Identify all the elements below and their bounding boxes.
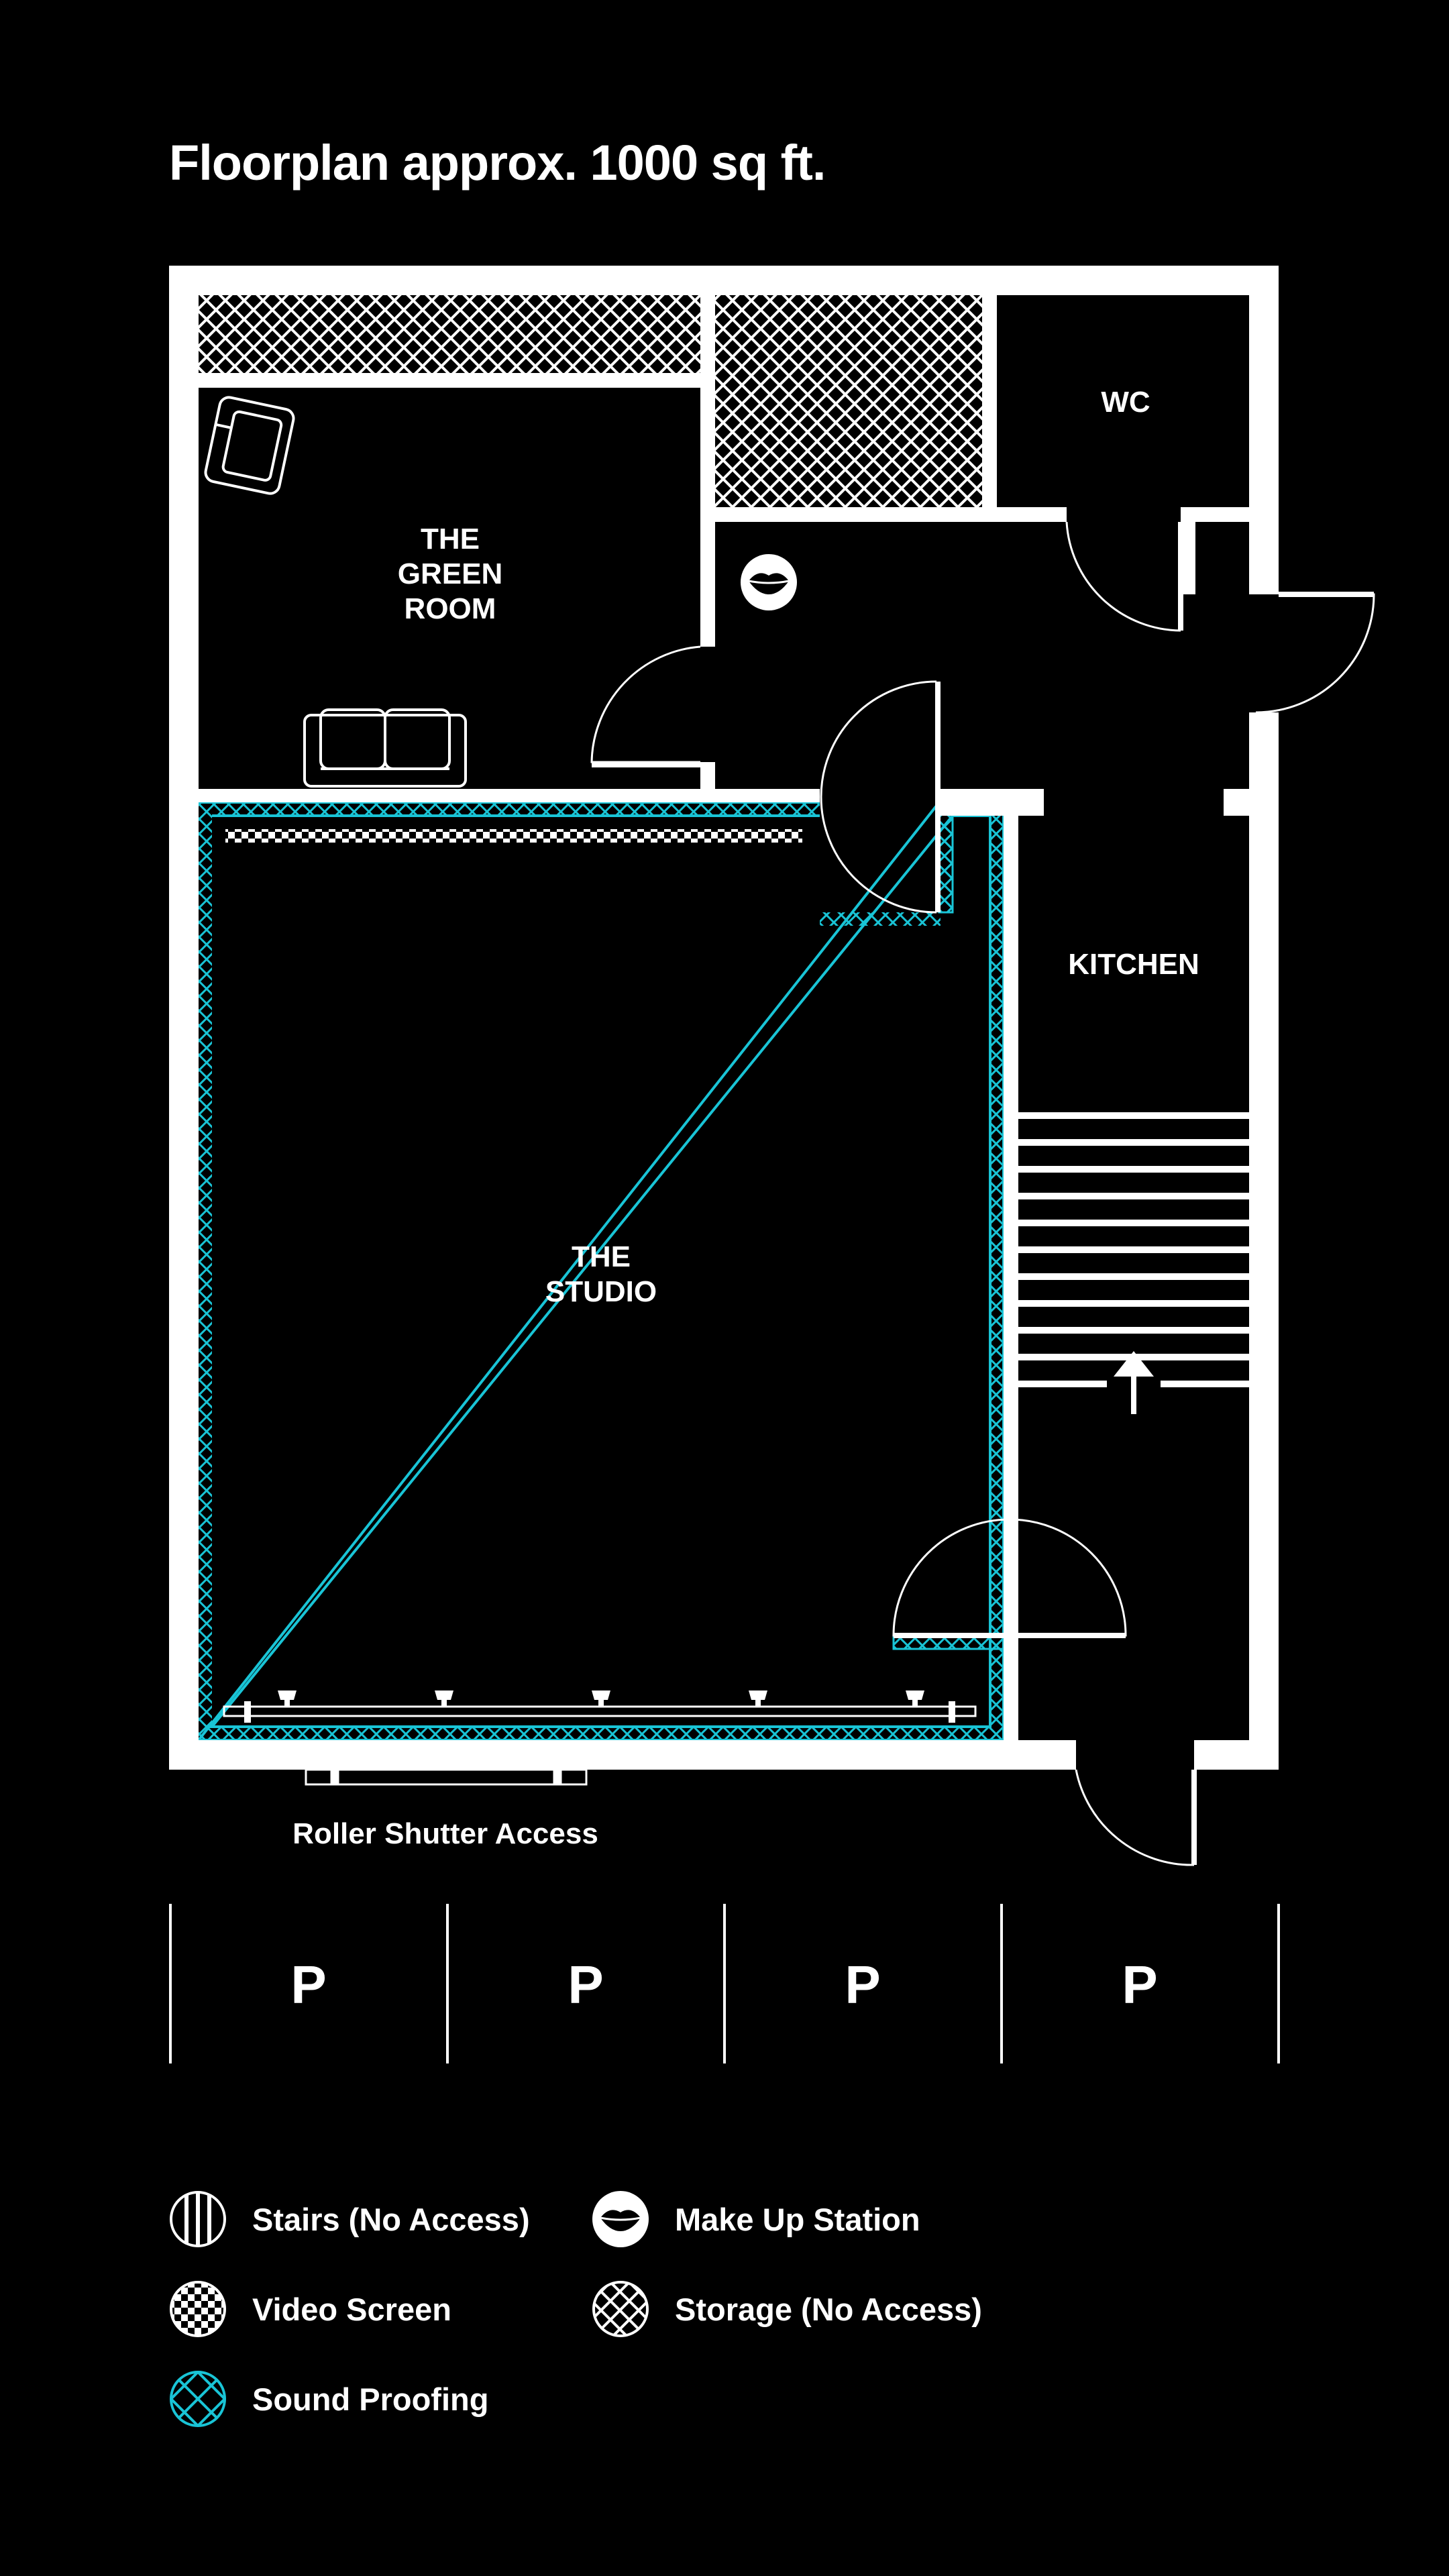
parking-lines xyxy=(169,1904,1280,2063)
studio-label-line-1: THE xyxy=(572,1240,631,1273)
lips-icon xyxy=(741,554,797,610)
legend-video-screen-label: Video Screen xyxy=(252,2292,451,2327)
walls xyxy=(169,266,1279,1770)
storage-area-top-left xyxy=(199,295,700,373)
sound-proofing-legend-icon xyxy=(170,2371,226,2427)
storage-area-top-middle xyxy=(715,295,982,507)
parking-space-4: P xyxy=(1122,1955,1157,2015)
green-room-label-line-3: ROOM xyxy=(405,592,496,625)
armchair-icon xyxy=(204,396,295,495)
wc-label: WC xyxy=(1101,386,1150,419)
studio-label-line-2: STUDIO xyxy=(545,1275,657,1308)
legend-make-up-label: Make Up Station xyxy=(675,2202,920,2237)
roller-shutter-label: Roller Shutter Access xyxy=(292,1817,598,1850)
video-screen-legend-icon xyxy=(170,2281,226,2337)
page-title: Floorplan approx. 1000 sq ft. xyxy=(169,135,826,191)
make-up-legend-icon xyxy=(592,2191,649,2247)
parking-space-1: P xyxy=(290,1955,326,2015)
video-screen xyxy=(225,829,802,843)
arrow-up-icon xyxy=(1114,1351,1154,1414)
legend: Stairs (No Access) Make Up Station Video… xyxy=(170,2191,982,2427)
legend-stairs-label: Stairs (No Access) xyxy=(252,2202,530,2237)
legend-storage-label: Storage (No Access) xyxy=(675,2292,982,2327)
storage-legend-icon xyxy=(592,2281,649,2337)
green-room-label-line-1: THE xyxy=(421,523,480,555)
green-room-label-line-2: GREEN xyxy=(398,557,502,590)
doors xyxy=(590,521,1375,1866)
parking-space-3: P xyxy=(845,1955,880,2015)
spotlight-icon xyxy=(278,1690,924,1707)
sofa-icon xyxy=(303,708,467,788)
legend-sound-proofing-label: Sound Proofing xyxy=(252,2381,488,2417)
roller-shutter xyxy=(305,1741,588,1786)
kitchen-label: KITCHEN xyxy=(1068,948,1199,981)
parking-space-2: P xyxy=(568,1955,603,2015)
stairs xyxy=(1018,1112,1249,1389)
stairs-legend-icon xyxy=(170,2191,226,2247)
